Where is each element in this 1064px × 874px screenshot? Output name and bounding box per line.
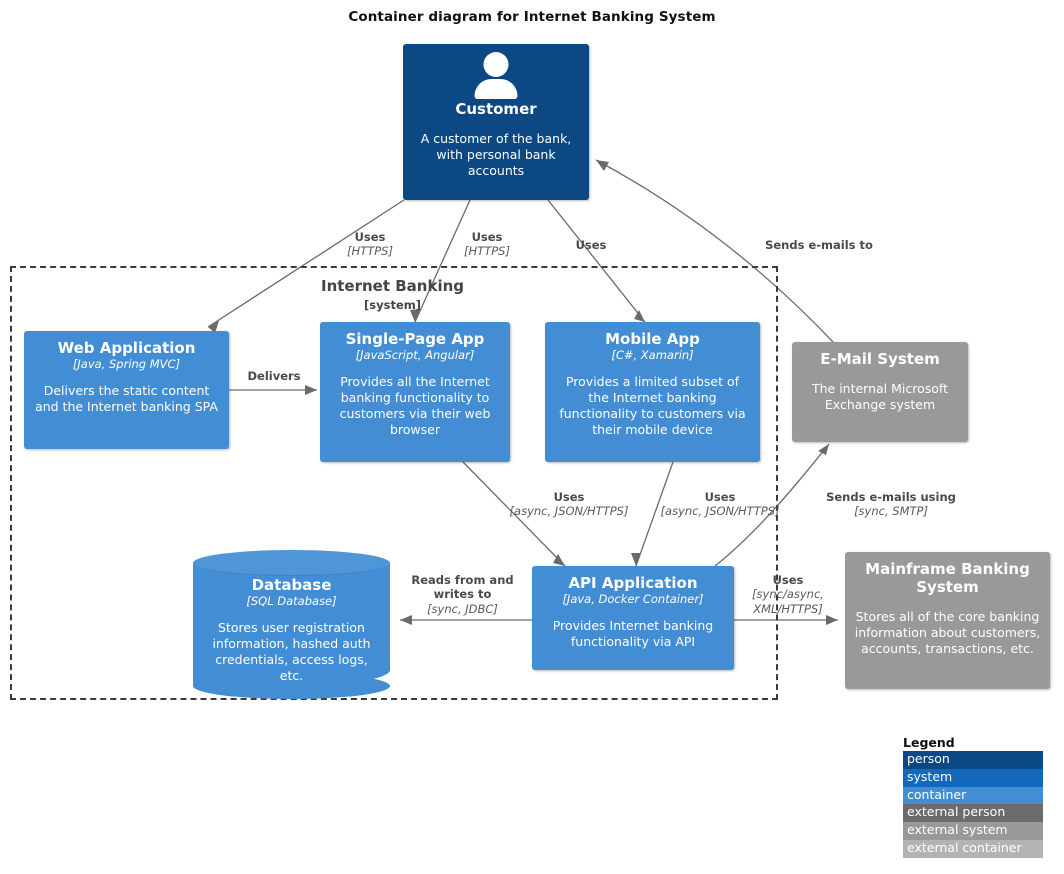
person-icon bbox=[473, 52, 519, 99]
node-mainframe-banking-system-name: Mainframe Banking System bbox=[865, 560, 1030, 596]
node-mainframe-banking-system-description: Stores all of the core banking informati… bbox=[854, 609, 1041, 656]
arrowhead-api-mainframe bbox=[826, 615, 838, 625]
node-single-page-app[interactable]: Single-Page App [JavaScript, Angular] Pr… bbox=[320, 322, 510, 462]
node-email-system-name: E-Mail System bbox=[820, 350, 940, 368]
legend-item-person: person bbox=[903, 751, 1043, 769]
system-boundary-label: Internet Banking [system] bbox=[290, 277, 495, 312]
edge-label-customer-web: Uses [HTTPS] bbox=[347, 230, 393, 259]
node-database-tech: [SQL Database] bbox=[246, 594, 337, 608]
node-database[interactable]: Database [SQL Database] Stores user regi… bbox=[193, 550, 390, 699]
edge-label-customer-spa: Uses [HTTPS] bbox=[464, 230, 510, 259]
node-api-application-name: API Application bbox=[568, 574, 698, 592]
node-api-application-tech: [Java, Docker Container] bbox=[562, 592, 704, 606]
legend-item-external-system: external system bbox=[903, 822, 1043, 840]
database-cylinder-body bbox=[193, 563, 390, 686]
edge-label-customer-mobile: Uses bbox=[575, 238, 607, 252]
database-cylinder-top bbox=[193, 550, 390, 576]
arrowhead-email-customer bbox=[596, 160, 609, 171]
node-email-system-description: The internal Microsoft Exchange system bbox=[811, 381, 949, 412]
node-web-application-tech: [Java, Spring MVC] bbox=[72, 357, 181, 371]
node-mobile-app[interactable]: Mobile App [C#, Xamarin] Provides a limi… bbox=[545, 322, 760, 462]
legend-item-container: container bbox=[903, 786, 1043, 805]
database-cylinder-bottom bbox=[193, 673, 390, 699]
edge-label-api-email: Sends e-mails using [sync, SMTP] bbox=[826, 490, 956, 519]
database-text: Database [SQL Database] Stores user regi… bbox=[193, 576, 390, 684]
node-customer-name: Customer bbox=[455, 100, 537, 118]
node-api-application-description: Provides Internet banking functionality … bbox=[552, 617, 714, 649]
boundary-type: [system] bbox=[364, 297, 421, 312]
legend: Legend person system container external … bbox=[903, 735, 1043, 858]
node-email-system[interactable]: E-Mail System The internal Microsoft Exc… bbox=[792, 342, 968, 442]
edge-label-api-database: Reads from and writes to [sync, JDBC] bbox=[411, 573, 514, 616]
node-single-page-app-tech: [JavaScript, Angular] bbox=[355, 348, 475, 362]
node-mobile-app-name: Mobile App bbox=[605, 330, 700, 348]
node-customer[interactable]: Customer A customer of the bank, with pe… bbox=[403, 44, 589, 200]
arrowhead-api-email bbox=[818, 444, 829, 455]
edge-label-spa-api: Uses [async, JSON/HTTPS] bbox=[509, 490, 629, 519]
node-web-application-name: Web Application bbox=[57, 339, 196, 357]
edge-label-email-customer: Sends e-mails to bbox=[765, 238, 873, 252]
node-single-page-app-name: Single-Page App bbox=[345, 330, 485, 348]
legend-title: Legend bbox=[903, 735, 955, 750]
system-boundary-internet-banking bbox=[10, 266, 778, 700]
legend-item-external-container: external container bbox=[903, 839, 1043, 858]
edge-label-web-spa: Delivers bbox=[247, 369, 301, 383]
legend-item-external-person: external person bbox=[903, 804, 1043, 822]
node-database-name: Database bbox=[251, 576, 332, 594]
node-mainframe-banking-system[interactable]: Mainframe Banking System Stores all of t… bbox=[845, 552, 1050, 689]
node-database-description: Stores user registration information, ha… bbox=[212, 619, 371, 683]
node-mobile-app-tech: [C#, Xamarin] bbox=[611, 348, 694, 362]
boundary-name: Internet Banking bbox=[320, 277, 464, 295]
node-api-application[interactable]: API Application [Java, Docker Container]… bbox=[532, 566, 734, 670]
node-web-application-description: Delivers the static content and the Inte… bbox=[35, 382, 218, 414]
edge-label-mobile-api: Uses [async, JSON/HTTPS] bbox=[660, 490, 780, 519]
page-title: Container diagram for Internet Banking S… bbox=[348, 9, 716, 25]
legend-item-system: system bbox=[903, 768, 1043, 787]
node-customer-description: A customer of the bank, with personal ba… bbox=[420, 131, 572, 178]
node-web-application[interactable]: Web Application [Java, Spring MVC] Deliv… bbox=[24, 331, 229, 449]
node-mobile-app-description: Provides a limited subset of the Interne… bbox=[559, 373, 746, 437]
edge-label-api-mainframe: Uses [sync/async, XML/HTTPS] bbox=[752, 573, 824, 616]
node-single-page-app-description: Provides all the Internet banking functi… bbox=[339, 373, 491, 437]
